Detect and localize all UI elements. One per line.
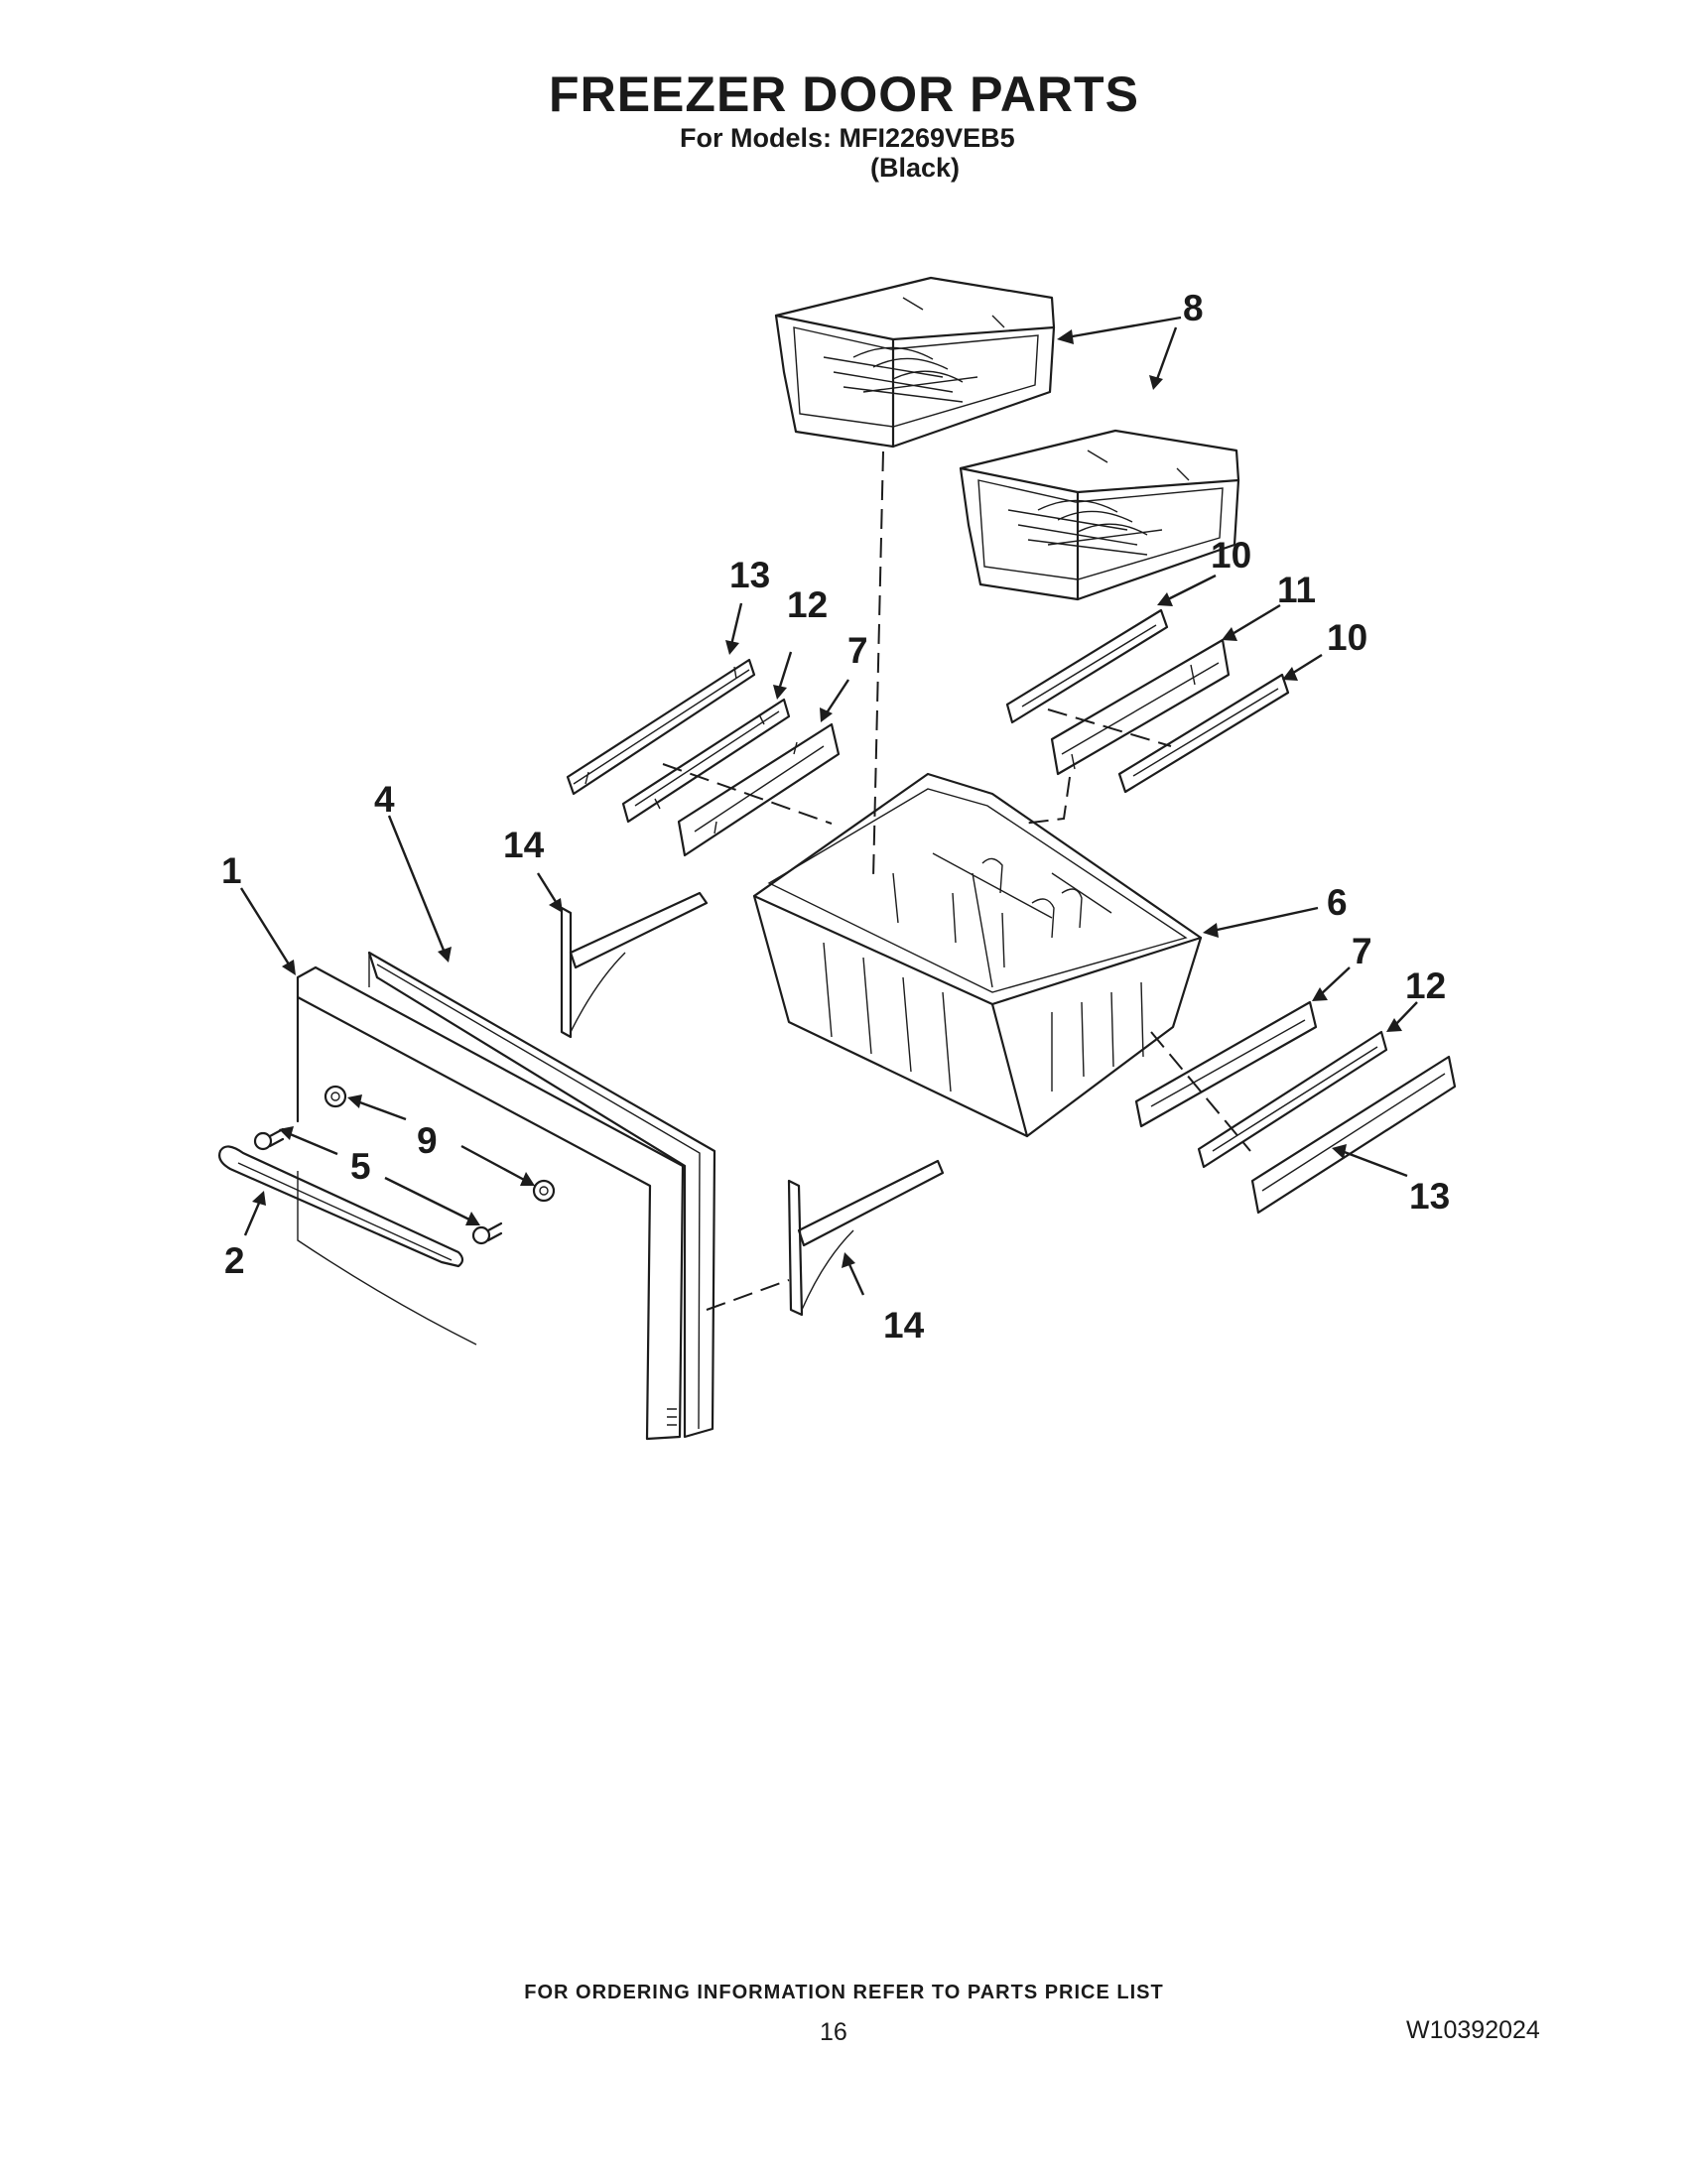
callout-1: 1: [221, 850, 242, 891]
part-8-upper-basket-right: [959, 429, 1240, 601]
part-2-door-handle: [218, 1145, 464, 1268]
part-11-center-rail: [1050, 638, 1231, 776]
callout-9: 9: [417, 1120, 438, 1161]
part-6-freezer-basket: [752, 772, 1203, 1138]
callout-11: 11: [1277, 570, 1316, 610]
part-9-mount-right: [532, 1179, 556, 1203]
callout-13-upper: 13: [729, 555, 770, 595]
part-12-upper-rail: [621, 698, 791, 824]
part-13-upper-rail-cover: [566, 658, 756, 796]
callout-5: 5: [350, 1146, 371, 1187]
part-14-lower-bracket: [787, 1159, 945, 1317]
part-7-lower-slide: [1134, 1000, 1318, 1128]
callout-14-upper: 14: [503, 825, 545, 865]
callout-2: 2: [224, 1240, 245, 1281]
part-1-door-panel: [296, 965, 685, 1441]
callout-12-upper: 12: [787, 584, 828, 625]
page-number: 16: [820, 2018, 847, 2046]
part-9-mount-left: [324, 1085, 347, 1108]
part-8-upper-basket-left: [774, 276, 1056, 449]
document-number: W10392024: [1406, 2016, 1540, 2044]
model-color: (Black): [870, 153, 961, 183]
models-label: For Models:: [680, 123, 832, 153]
callout-6: 6: [1327, 882, 1348, 923]
callout-leaders: [239, 316, 1418, 1296]
callout-14-lower: 14: [883, 1305, 925, 1346]
callout-7-upper: 7: [847, 630, 868, 671]
part-12-lower-rail: [1197, 1030, 1388, 1169]
part-7-upper-slide: [677, 722, 841, 857]
model-line: For Models: MFI2269VEB5: [680, 123, 1015, 154]
assembly-lines: [662, 450, 1251, 1311]
model-number: MFI2269VEB5: [839, 123, 1015, 153]
callout-8: 8: [1183, 288, 1204, 328]
part-13-lower-rail-cover: [1250, 1055, 1457, 1215]
part-4-door-gasket: [367, 951, 716, 1439]
page-title: FREEZER DOOR PARTS: [549, 66, 1139, 122]
callout-4: 4: [374, 779, 395, 820]
part-5-screw-left: [253, 1127, 285, 1151]
part-14-upper-bracket: [560, 891, 709, 1039]
callout-10-lower: 10: [1327, 617, 1367, 658]
callout-12-lower: 12: [1405, 965, 1446, 1006]
callout-13-lower: 13: [1409, 1176, 1450, 1217]
part-5-screw-right: [471, 1221, 503, 1245]
part-10-upper-rail-a: [1005, 608, 1169, 724]
callout-7-lower: 7: [1352, 931, 1372, 971]
ordering-note: FOR ORDERING INFORMATION REFER TO PARTS …: [524, 1982, 1164, 2003]
callout-10-upper: 10: [1211, 535, 1251, 576]
part-10-upper-rail-b: [1117, 673, 1290, 794]
